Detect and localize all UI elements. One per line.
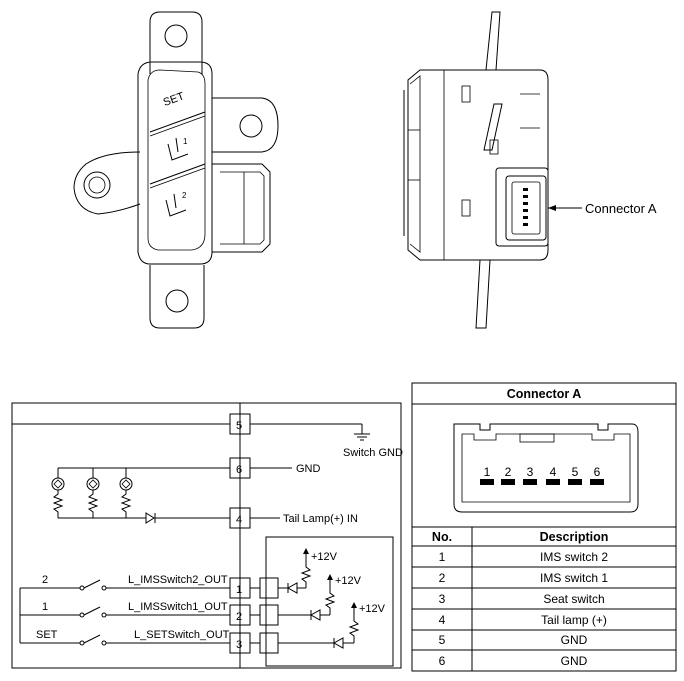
supply-3-label: +12V [359, 603, 386, 615]
pin-4: 4 [236, 514, 242, 526]
switch-front-view: SET 1 2 [73, 11, 279, 329]
switch-2-label: 2 [42, 574, 48, 586]
table-row: Tail lamp (+) [541, 613, 607, 627]
connector-pin-numbers: 1 2 3 4 5 6 [480, 465, 604, 485]
pin-2: 2 [236, 611, 242, 623]
out-setswitch: L_SETSwitch_OUT [134, 629, 230, 641]
supply-1-label: +12V [311, 551, 338, 563]
svg-text:2: 2 [182, 191, 187, 200]
svg-text:1: 1 [484, 465, 491, 479]
svg-text:SET: SET [162, 90, 186, 109]
switch-set-label: SET [36, 629, 58, 641]
svg-text:1: 1 [183, 137, 188, 146]
pin-1: 1 [236, 584, 242, 596]
connector-face [453, 423, 639, 513]
switch-1-label: 1 [42, 601, 48, 613]
svg-text:4: 4 [550, 465, 557, 479]
pin-6: 6 [236, 464, 242, 476]
table-row: GND [561, 633, 588, 647]
connector-pins [523, 188, 528, 226]
tail-lamp-label: Tail Lamp(+) IN [283, 513, 358, 525]
header-description: Description [540, 530, 609, 544]
table-row: GND [561, 654, 588, 668]
switch-gnd-label: Switch GND [343, 447, 403, 459]
svg-text:3: 3 [527, 465, 534, 479]
switch-side-view: Connector A [403, 11, 657, 329]
supply-2-label: +12V [335, 575, 362, 587]
connector-a-callout: Connector A [585, 201, 657, 216]
table-row: 1 [439, 550, 446, 564]
svg-text:6: 6 [594, 465, 601, 479]
svg-text:2: 2 [505, 465, 512, 479]
svg-text:5: 5 [572, 465, 579, 479]
table-row: 2 [439, 571, 446, 585]
header-no: No. [432, 530, 452, 544]
gnd-label: GND [296, 463, 321, 475]
pin-5: 5 [236, 420, 242, 432]
table-row: Seat switch [543, 592, 604, 606]
ecu-input-box [265, 536, 394, 667]
table-row: 4 [439, 613, 446, 627]
table-row: 6 [439, 654, 446, 668]
table-row: 3 [439, 592, 446, 606]
table-row: IMS switch 2 [540, 550, 608, 564]
out-imsswitch1: L_IMSSwitch1_OUT [128, 601, 228, 613]
table-title: Connector A [507, 387, 582, 401]
connector-a-table: Connector A 1 2 3 4 5 6 [411, 382, 677, 672]
indicator-lamps [51, 468, 230, 524]
out-imsswitch2: L_IMSSwitch2_OUT [128, 574, 228, 586]
wiring-schematic: 5 Switch GND 6 GND [11, 402, 403, 669]
table-row: IMS switch 1 [540, 571, 608, 585]
pin-3: 3 [236, 639, 242, 651]
table-row: 5 [439, 633, 446, 647]
